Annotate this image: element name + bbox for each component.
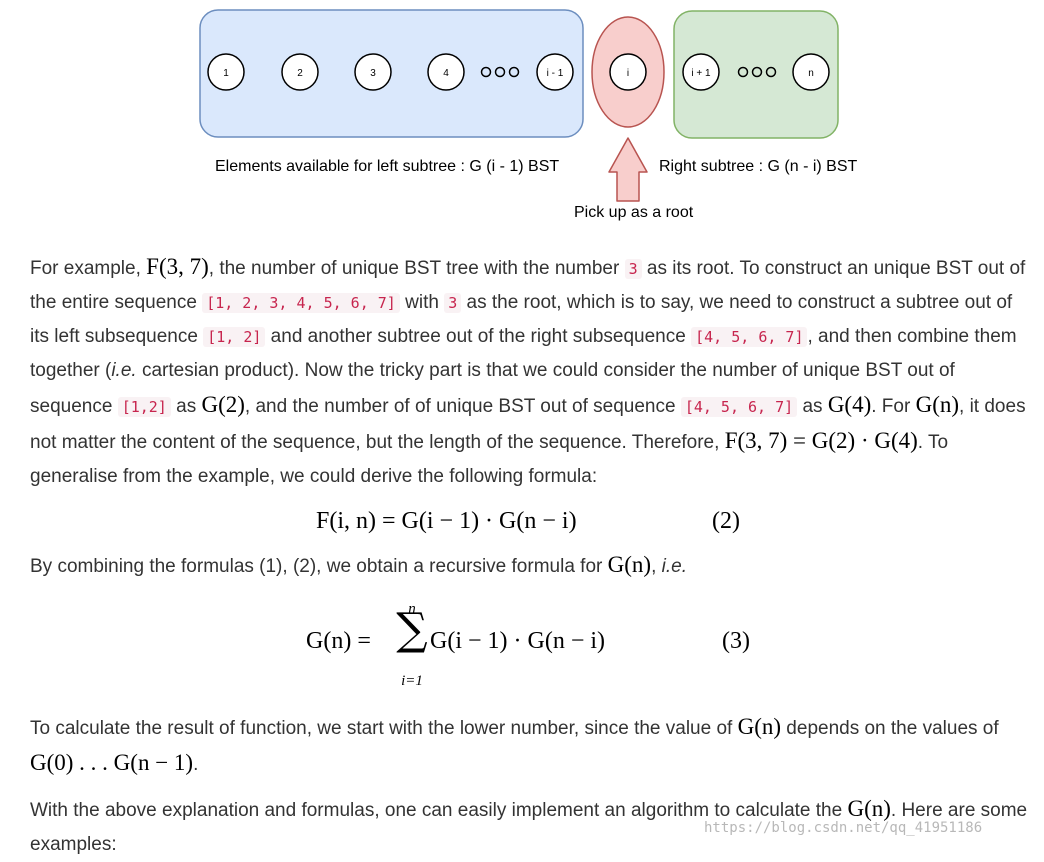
left-ellipsis: ooo: [480, 66, 520, 78]
math-g4: G(4): [827, 392, 872, 417]
text: as: [170, 396, 202, 417]
article-body: For example, F(3, 7), the number of uniq…: [30, 250, 1030, 862]
up-arrow-icon: [608, 137, 648, 202]
math-gn: G(n): [607, 552, 652, 577]
equation-2-formula: F(i, n) = G(i − 1) · G(n − i): [316, 508, 577, 534]
bst-diagram: 1 2 3 4 ooo i - 1 i i + 1 ooo n Elements…: [199, 9, 858, 221]
code-seq-4567: [4, 5, 6, 7]: [680, 397, 798, 417]
text: as the root, which is to say, we need to…: [30, 292, 1013, 347]
left-subtree-caption: Elements available for left subtree : G …: [215, 158, 559, 175]
text: . Here are some examples:: [30, 800, 1028, 855]
text: For example,: [30, 258, 147, 279]
text: with: [399, 292, 445, 313]
text: With the above explanation and formulas,…: [30, 800, 848, 821]
watermark: https://blog.csdn.net/qq_41951186: [704, 820, 983, 836]
paragraph-calculate: To calculate the result of function, we …: [30, 710, 1030, 782]
math-f37: F(3, 7): [146, 254, 209, 279]
right-node-n: n: [792, 53, 830, 91]
right-subtree-caption: Right subtree : G (n - i) BST: [659, 158, 858, 175]
root-caption: Pick up as a root: [574, 204, 694, 221]
right-node-i-plus-1: i + 1: [682, 53, 720, 91]
left-node-i-minus-1: i - 1: [536, 53, 574, 91]
sum-upper-limit: n: [408, 601, 416, 617]
code-seq-12: [1,2]: [117, 397, 171, 417]
equation-3-number: (3): [722, 628, 750, 654]
left-node-4-label: 4: [443, 68, 449, 79]
code-right-subsequence: [4, 5, 6, 7]: [691, 327, 808, 347]
sum-sign: ∑: [396, 604, 428, 655]
equation-2-number: (2): [712, 508, 740, 534]
equation-3-rhs: G(i − 1) · G(n − i): [430, 628, 606, 654]
equation-3-lhs: G(n) =: [306, 628, 371, 654]
ie: i.e.: [111, 360, 137, 381]
paragraph-combine: By combining the formulas (1), (2), we o…: [30, 548, 1030, 584]
right-node-n-label: n: [808, 68, 814, 79]
sum-lower-limit: i=1: [401, 673, 423, 689]
right-subtree-box: [673, 10, 839, 139]
left-node-2: 2: [281, 53, 319, 91]
root-node-i: i: [609, 53, 647, 91]
text: as its root. To construct an unique BST …: [30, 258, 1026, 313]
math-f37-identity: F(3, 7) = G(2) · G(4): [724, 428, 918, 453]
text: , it does not matter the content of the …: [30, 396, 1026, 453]
text: By combining the formulas (1), (2), we o…: [30, 556, 608, 577]
root-node-label: i: [627, 68, 629, 79]
left-node-3-label: 3: [370, 68, 376, 79]
left-node-4: 4: [427, 53, 465, 91]
math-gn: G(n): [915, 392, 960, 417]
left-node-1: 1: [207, 53, 245, 91]
math-g0-to-gn-1: G(0) . . . G(n − 1): [30, 750, 194, 775]
math-gn: G(n): [847, 796, 891, 821]
text: , and then combine them together (: [30, 326, 1017, 381]
text: , the number of unique BST tree with the…: [208, 258, 625, 279]
left-node-2-label: 2: [297, 68, 303, 79]
left-node-i-minus-1-label: i - 1: [547, 68, 564, 79]
equation-3: G(n) = n ∑ i=1 G(i − 1) · G(n − i) (3): [30, 586, 1030, 696]
text: depends on the values of: [781, 718, 999, 739]
paragraph-example: For example, F(3, 7), the number of uniq…: [30, 250, 1030, 494]
left-node-3: 3: [354, 53, 392, 91]
code-3-root: 3: [444, 293, 462, 313]
text: .: [193, 754, 199, 775]
text: as: [797, 396, 828, 417]
equation-2: F(i, n) = G(i − 1) · G(n − i) (2): [30, 498, 1030, 542]
text: ,: [651, 556, 662, 577]
left-node-1-label: 1: [223, 68, 229, 79]
text: , and the number of of unique BST out of…: [244, 396, 681, 417]
text: . For: [871, 396, 916, 417]
paragraph-examples: With the above explanation and formulas,…: [30, 792, 1030, 862]
code-full-sequence: [1, 2, 3, 4, 5, 6, 7]: [202, 293, 400, 313]
ie: i.e.: [661, 556, 687, 577]
text: cartesian product). Now the tricky part …: [30, 360, 955, 417]
math-gn: G(n): [737, 714, 782, 739]
code-3: 3: [624, 259, 642, 279]
text: To calculate the result of function, we …: [30, 718, 738, 739]
math-g2: G(2): [201, 392, 245, 417]
right-node-i-plus-1-label: i + 1: [691, 68, 711, 79]
text: and another subtree out of the right sub…: [265, 326, 692, 347]
text: . To generalise from the example, we cou…: [30, 432, 949, 487]
code-left-subsequence: [1, 2]: [203, 327, 266, 347]
right-ellipsis: ooo: [737, 66, 777, 78]
